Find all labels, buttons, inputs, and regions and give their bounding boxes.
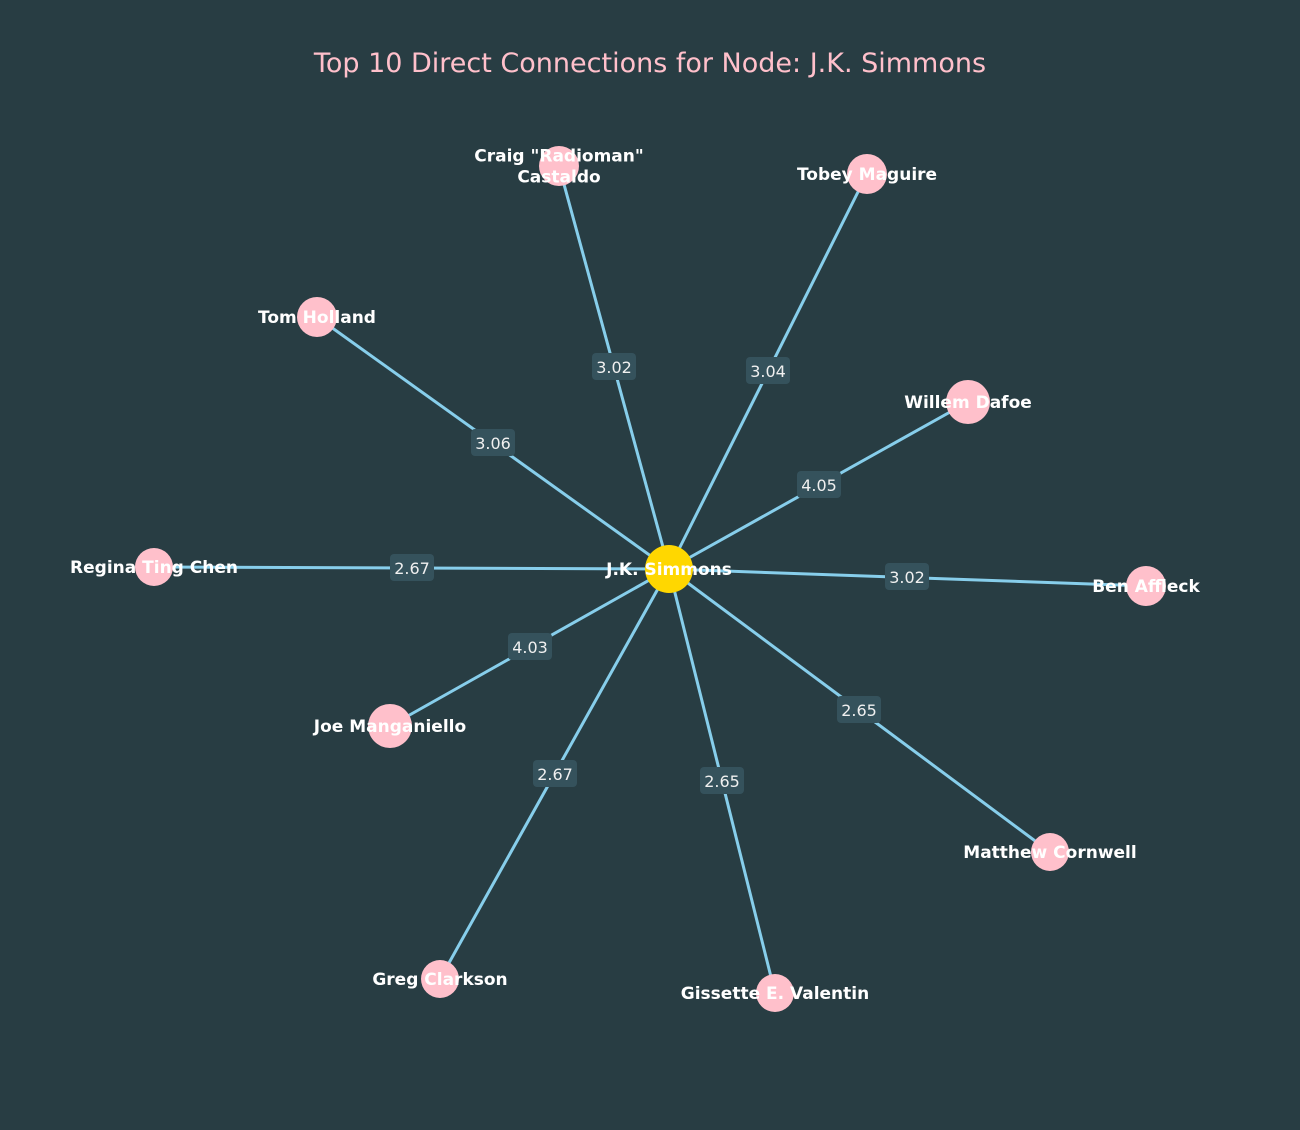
edge-weight-joe-manganiello: 4.03 xyxy=(508,633,552,660)
edge-weight-box xyxy=(471,429,515,456)
node-label-matthew-cornwell: Matthew Cornwell xyxy=(963,843,1136,863)
edge-weight-box xyxy=(746,357,790,384)
node-ben-affleck[interactable] xyxy=(1126,566,1166,606)
node-label-joe-manganiello: Joe Manganiello xyxy=(313,717,466,737)
node-label-tom-holland: Tom Holland xyxy=(258,308,376,328)
edge-weight-willem-dafoe: 4.05 xyxy=(797,471,841,498)
node-craig-castaldo[interactable] xyxy=(539,146,579,186)
edge-weight-box xyxy=(508,633,552,660)
edge-weight-box xyxy=(700,767,744,794)
edge-weight-tobey-maguire: 3.04 xyxy=(746,357,790,384)
edge-weight-box xyxy=(885,563,929,590)
edge-weight-regina-ting-chen: 2.67 xyxy=(390,554,434,581)
node-tobey-maguire[interactable] xyxy=(847,154,887,194)
edge-weight-label: 2.67 xyxy=(537,765,573,784)
edge-weight-box xyxy=(837,696,881,723)
node-greg-clarkson[interactable] xyxy=(421,960,459,998)
edge-weight-label: 3.06 xyxy=(475,434,511,453)
edge-weight-box xyxy=(592,353,636,380)
edge-weight-box xyxy=(533,760,577,787)
edge-weight-tom-holland: 3.06 xyxy=(471,429,515,456)
edge-weight-label: 2.65 xyxy=(841,701,877,720)
edge-weight-label: 3.02 xyxy=(889,568,925,587)
edge-weight-gissette-valentin: 2.65 xyxy=(700,767,744,794)
node-layer xyxy=(135,146,1166,1012)
edge-weight-ben-affleck: 3.02 xyxy=(885,563,929,590)
node-regina-ting-chen[interactable] xyxy=(135,548,173,586)
node-matthew-cornwell[interactable] xyxy=(1031,833,1069,871)
node-label-willem-dafoe: Willem Dafoe xyxy=(904,393,1032,413)
node-label-regina-ting-chen: Regina Ting Chen xyxy=(70,558,238,578)
edge-weight-label: 4.03 xyxy=(512,638,548,657)
node-label-greg-clarkson: Greg Clarkson xyxy=(372,970,507,990)
edge-weight-layer: 3.02 3.04 3.06 4.05 2.67 3.02 4.03 2.65 2.67 2.65 xyxy=(390,353,929,794)
graph-title: Top 10 Direct Connections for Node: J.K.… xyxy=(313,48,986,79)
node-label-ben-affleck: Ben Affleck xyxy=(1092,577,1200,597)
edge-weight-label: 4.05 xyxy=(801,476,837,495)
node-jk-simmons-center[interactable] xyxy=(645,545,693,593)
node-label-jk-simmons: J.K. Simmons xyxy=(605,560,732,580)
edge-weight-greg-clarkson: 2.67 xyxy=(533,760,577,787)
edge-weight-box xyxy=(390,554,434,581)
edge-weight-label: 3.04 xyxy=(750,362,786,381)
node-gissette-valentin[interactable] xyxy=(756,974,794,1012)
node-label-tobey-maguire: Tobey Maguire xyxy=(797,165,937,185)
node-willem-dafoe[interactable] xyxy=(946,380,990,424)
edge-weight-label: 2.67 xyxy=(394,559,430,578)
edge-weight-matthew-cornwell: 2.65 xyxy=(837,696,881,723)
label-layer: Craig "Radioman"Castaldo Tobey MaguireTom… xyxy=(70,147,1200,1005)
node-joe-manganiello[interactable] xyxy=(368,704,412,748)
edge-weight-craig-castaldo: 3.02 xyxy=(592,353,636,380)
edge-weight-label: 2.65 xyxy=(704,772,740,791)
node-label-craig-castaldo: Craig "Radioman"Castaldo xyxy=(474,147,644,188)
edge-weight-label: 3.02 xyxy=(596,358,632,377)
node-label-gissette-valentin: Gissette E. Valentin xyxy=(681,984,869,1004)
edge-weight-box xyxy=(797,471,841,498)
node-tom-holland[interactable] xyxy=(297,297,337,337)
